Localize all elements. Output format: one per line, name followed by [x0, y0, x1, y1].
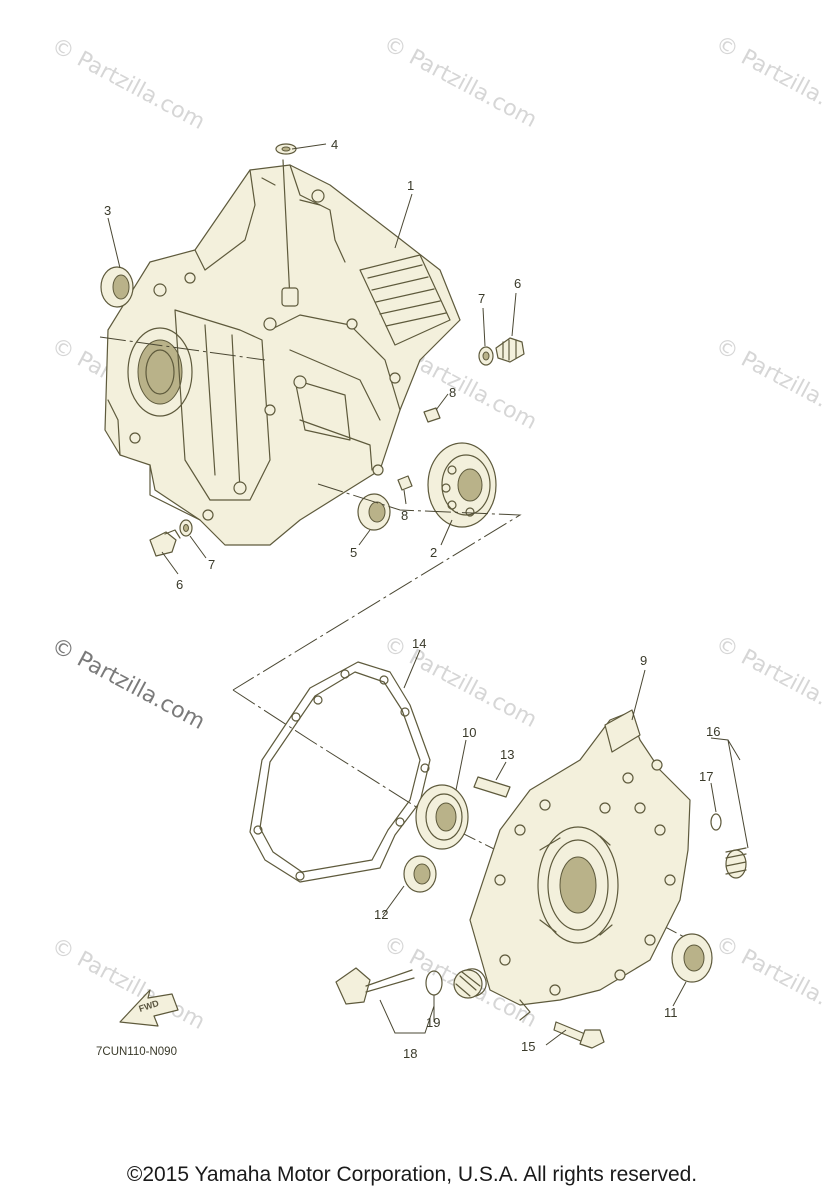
- diagram-code: 7CUN110-N090: [96, 1046, 177, 1058]
- dowel-pin-part-8-upper: [423, 407, 441, 423]
- oil-seal-part-3: [100, 266, 134, 308]
- watermark: © Partzilla.com: [47, 633, 209, 735]
- callout-6-right: 6: [514, 276, 521, 291]
- bolt-part-15: [553, 1021, 605, 1049]
- callout-1: 1: [407, 178, 414, 193]
- dowel-pin-part-13: [473, 776, 511, 798]
- callout-17: 17: [699, 769, 713, 784]
- bearing-part-5: [357, 493, 391, 531]
- watermark: © Partzilla.com: [711, 631, 824, 733]
- callout-16: 16: [706, 724, 720, 739]
- callout-18: 18: [403, 1046, 417, 1061]
- callout-15: 15: [521, 1039, 535, 1054]
- oil-seal-part-11: [671, 933, 713, 983]
- fwd-arrow-icon: FWD: [119, 989, 179, 1027]
- callout-7-right: 7: [478, 291, 485, 306]
- dowel-pin-part-8-lower: [397, 475, 413, 491]
- callout-11: 11: [664, 1005, 678, 1020]
- bolt-part-6-right: [495, 337, 525, 363]
- callout-19: 19: [426, 1015, 440, 1030]
- watermark: © Partzilla.com: [379, 631, 541, 733]
- watermark: © Partzilla.com: [711, 931, 824, 1033]
- watermark: © Partzilla.com: [379, 31, 541, 133]
- callout-14: 14: [412, 636, 426, 651]
- callout-8-lower: 8: [401, 508, 408, 523]
- copyright-notice: ©2015 Yamaha Motor Corporation, U.S.A. A…: [126, 1163, 698, 1186]
- callout-2: 2: [430, 545, 437, 560]
- callout-5: 5: [350, 545, 357, 560]
- bearing-part-12: [403, 855, 437, 893]
- washer-part-7-left: [179, 519, 193, 537]
- oil-seal-part-10: [415, 784, 469, 850]
- callout-10: 10: [462, 725, 476, 740]
- callout-8-upper: 8: [449, 385, 456, 400]
- dipstick-part-18: [335, 967, 415, 1005]
- washer-part-4: [275, 143, 297, 155]
- watermark: © Partzilla.com: [711, 333, 824, 435]
- plug-part-16: [725, 847, 747, 879]
- callout-12: 12: [374, 907, 388, 922]
- leader-lines: [107, 143, 749, 1046]
- callout-4: 4: [331, 137, 338, 152]
- watermark: © Partzilla.com: [47, 33, 209, 135]
- o-ring-part-17: [710, 813, 722, 831]
- callout-6-left: 6: [176, 577, 183, 592]
- callout-9: 9: [640, 653, 647, 668]
- watermark: © Partzilla.com: [711, 31, 824, 133]
- bearing-part-2: [427, 442, 497, 528]
- washer-part-7-right: [478, 346, 494, 366]
- bolt-part-6-left: [149, 529, 181, 557]
- crankcase-cover-part-9: [453, 709, 691, 1021]
- callout-3: 3: [104, 203, 111, 218]
- gasket-part-14: [249, 661, 431, 883]
- crankcase-part-1: [104, 159, 461, 546]
- callout-13: 13: [500, 747, 514, 762]
- callout-7-left: 7: [208, 557, 215, 572]
- callouts: 4 3 1 7 6 8 8 2 5 6 7 14 9 10 13 16 17 1…: [104, 137, 720, 1061]
